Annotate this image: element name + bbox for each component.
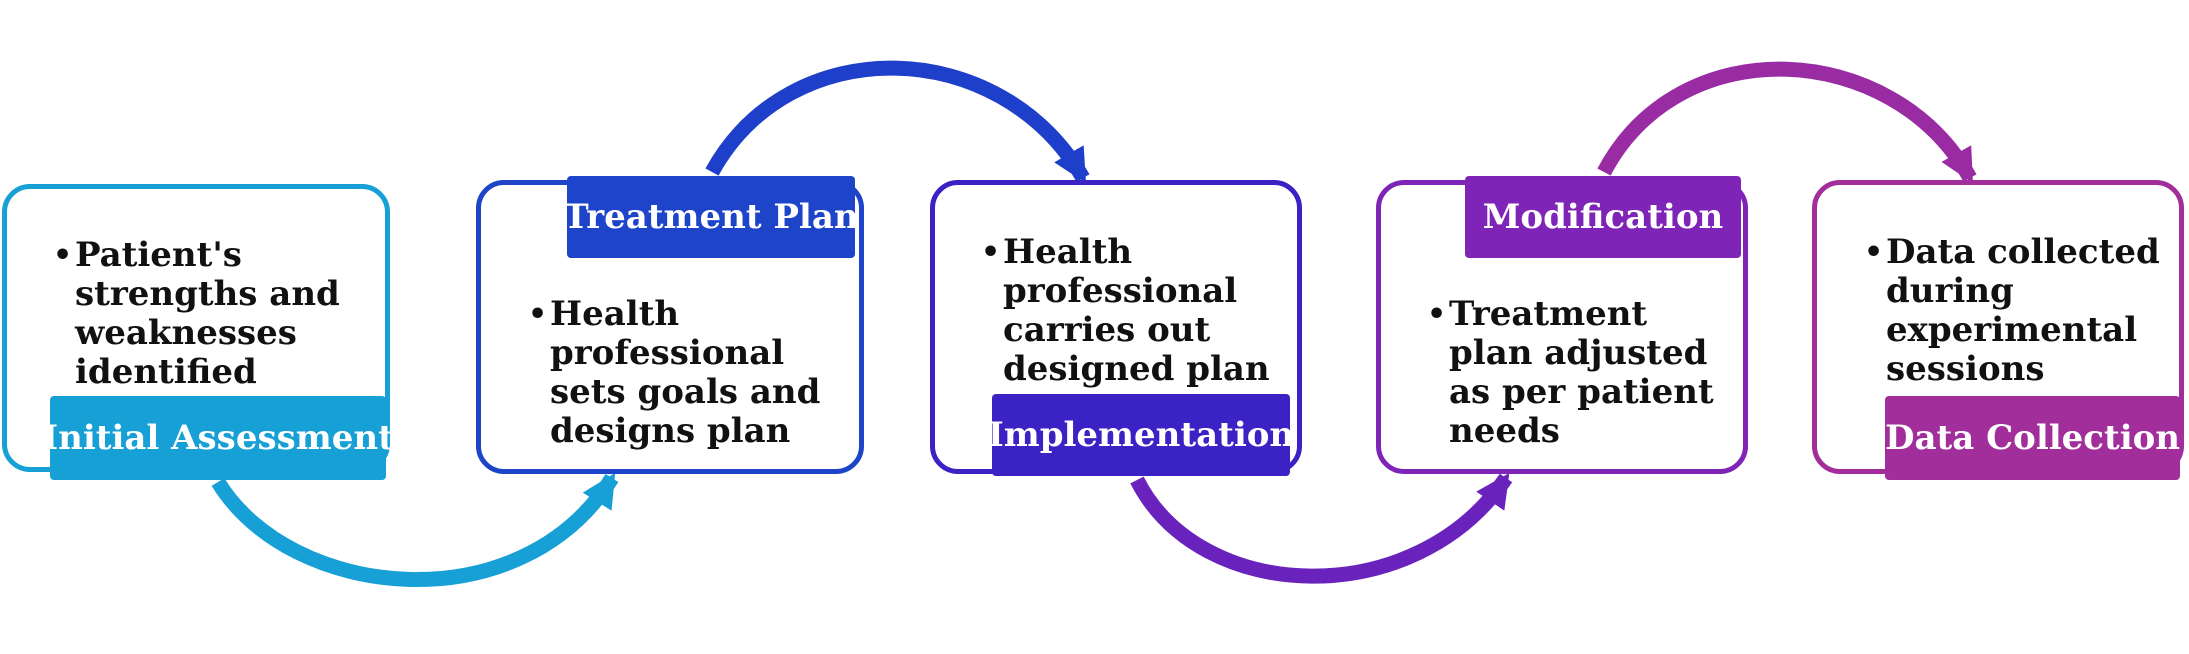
arrow-assessment-to-plan (211, 472, 619, 587)
description-line: strengths and (75, 274, 340, 314)
description-line: Treatment (1449, 294, 1648, 334)
step-label-implementation: Implementation (988, 394, 1294, 476)
arrow-plan-to-implementation (705, 60, 1090, 184)
step-label-treatment-plan: Treatment Plan (563, 176, 859, 258)
bullet-icon: • (1427, 297, 1447, 332)
description-line: designs plan (550, 411, 791, 451)
description-line: Health (550, 294, 680, 334)
description-line: Patient's (75, 235, 242, 275)
description-line: sessions (1886, 349, 2045, 389)
description-line: weaknesses (75, 313, 297, 353)
description-line: during (1886, 271, 2014, 311)
step-description-initial-assessment: • Patient's strengths and weaknesses ide… (53, 236, 340, 392)
description-line: identified (75, 352, 257, 392)
step-label-initial-assessment: Initial Assessment (42, 396, 394, 480)
step-label-modification: Modification (1465, 176, 1741, 258)
step-description-treatment-plan: • Health professional sets goals and des… (528, 295, 820, 451)
bullet-icon: • (53, 238, 73, 273)
bullet-icon: • (528, 297, 548, 332)
description-line: as per patient (1449, 372, 1714, 412)
arrow-implementation-to-modification (1130, 473, 1513, 584)
step-description-data-collection: • Data collected during experimental ses… (1864, 233, 2160, 389)
description-line: experimental (1886, 310, 2138, 350)
bullet-icon: • (1864, 235, 1884, 270)
arrow-modification-to-data-collection (1597, 61, 1977, 184)
step-description-modification: • Treatment plan adjusted as per patient… (1427, 295, 1714, 451)
description-line: professional (1003, 271, 1238, 311)
description-line: plan adjusted (1449, 333, 1708, 373)
description-line: needs (1449, 411, 1560, 451)
description-line: Health (1003, 232, 1133, 272)
description-line: Data collected (1886, 232, 2160, 272)
bullet-icon: • (981, 235, 1001, 270)
description-line: carries out (1003, 310, 1211, 350)
description-line: professional (550, 333, 785, 373)
step-description-implementation: • Health professional carries out design… (981, 233, 1270, 389)
description-line: sets goals and (550, 372, 821, 412)
step-label-data-collection: Data Collection (1885, 396, 2180, 480)
description-line: designed plan (1003, 349, 1270, 389)
